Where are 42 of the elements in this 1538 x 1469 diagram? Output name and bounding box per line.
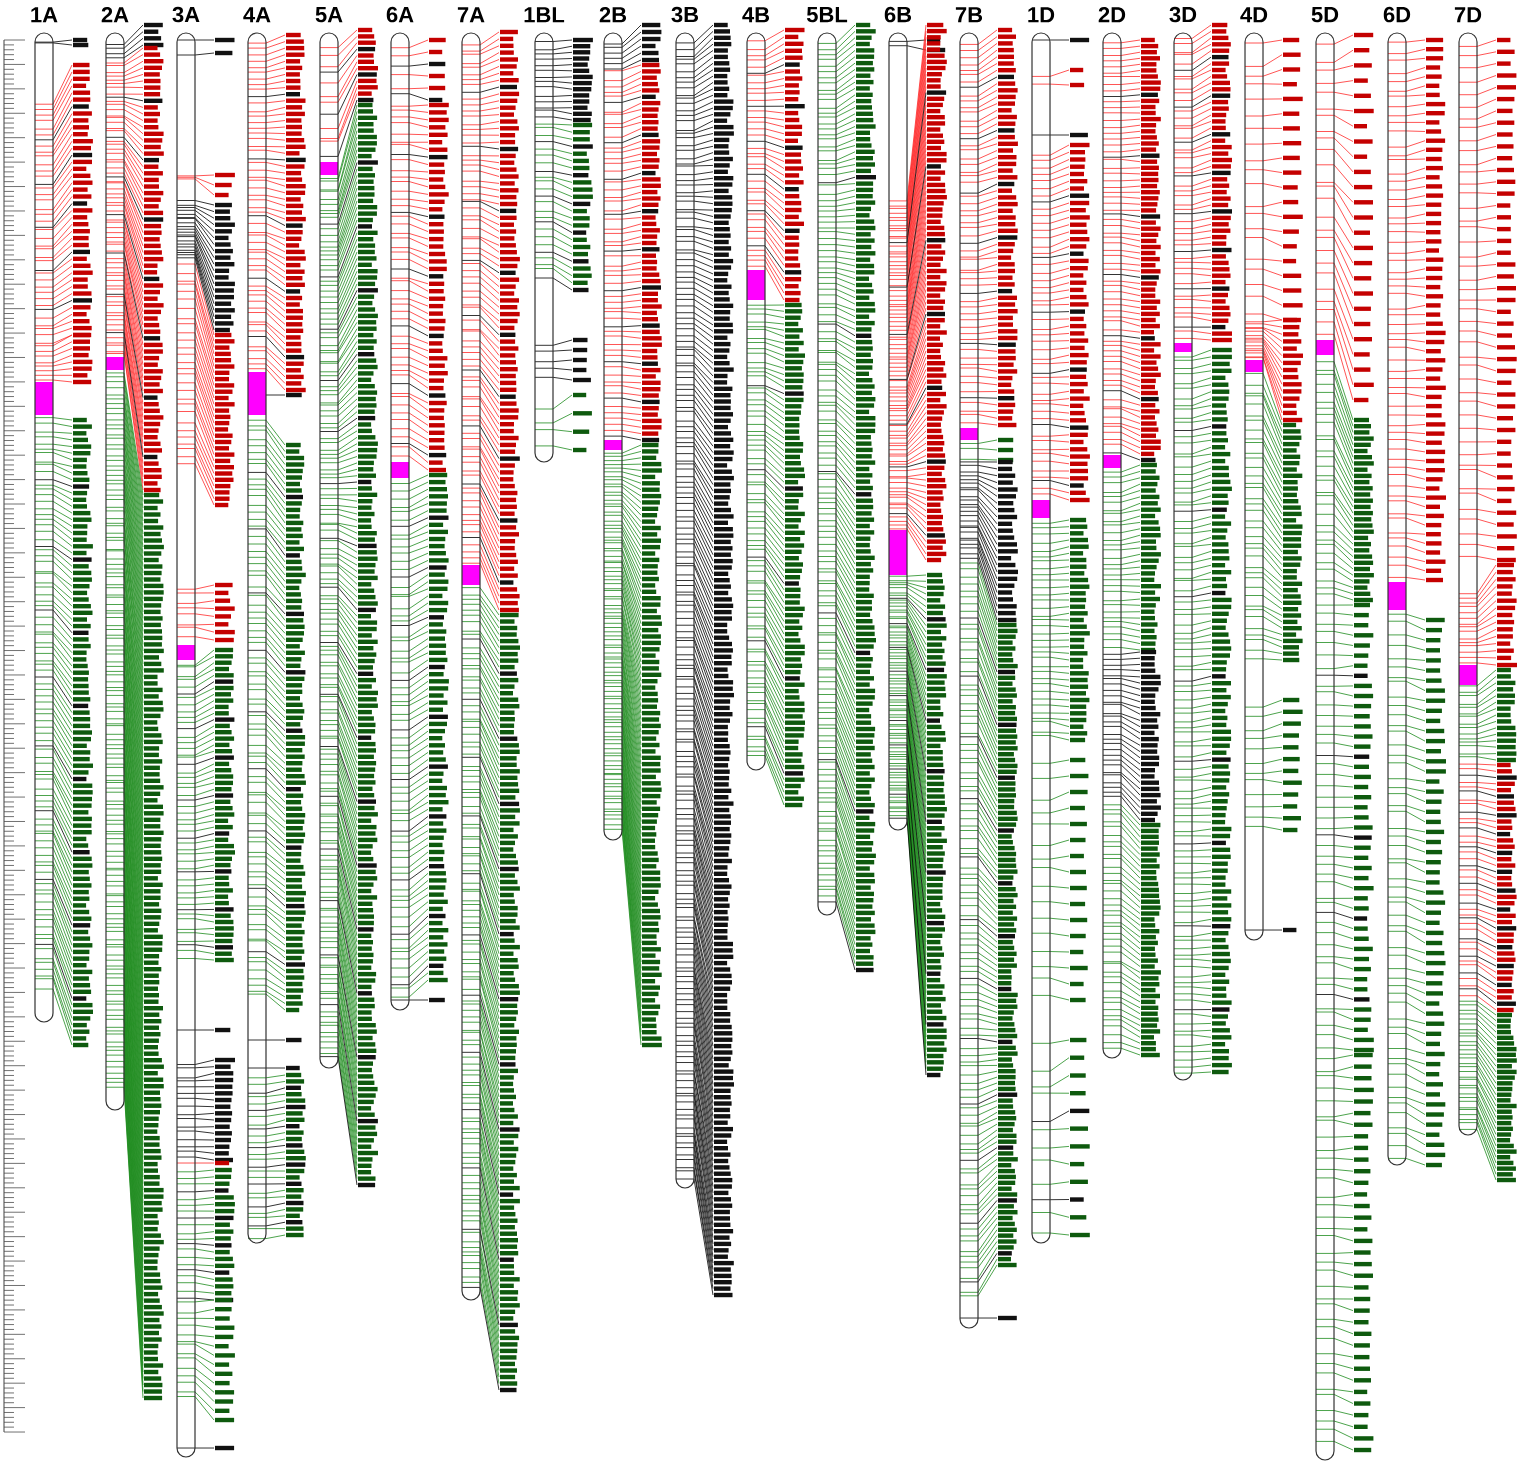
node-label: 5A xyxy=(315,7,343,23)
node-label: 2B xyxy=(599,7,627,23)
chromosome-bar: 7B xyxy=(955,7,983,1329)
node-label: 3B xyxy=(671,6,699,23)
node-label: 1A xyxy=(31,7,58,23)
node-label: 6B xyxy=(884,6,912,23)
chromosome-bar: 2B xyxy=(599,7,627,841)
chromosome-bar: 5A xyxy=(315,7,343,1069)
node-label: 7B xyxy=(955,7,983,23)
chromosome-bar: 4B xyxy=(742,7,770,771)
chromosome-bar: 6D xyxy=(1383,6,1411,1166)
chromosome-bar: 5BL xyxy=(806,7,848,916)
chromosome-bar: 3B xyxy=(671,6,699,1189)
node-label: 7A xyxy=(457,7,485,23)
chromosome-bar: 6B xyxy=(884,6,912,831)
chromosome-bar: 4D xyxy=(1240,7,1268,941)
node-label: 2A xyxy=(101,7,129,23)
chromosome-bar: 7D xyxy=(1454,7,1482,1136)
node-label: 1D xyxy=(1028,7,1055,23)
chromosome-bar: 2A xyxy=(101,7,129,1111)
node-label: 4A xyxy=(243,7,271,23)
chromosome-bar: 2D xyxy=(1098,7,1126,1059)
chromosome-bar: 4A xyxy=(243,7,271,1244)
node-label: 6A xyxy=(386,6,414,23)
node-label: 3D xyxy=(1169,6,1197,23)
node-label: 6D xyxy=(1383,6,1411,23)
node-label: 4B xyxy=(742,7,770,23)
node-label: 2D xyxy=(1098,7,1126,23)
chromosome-bar: 1A xyxy=(31,7,58,1023)
chromosome-bar: 1BL xyxy=(524,7,565,463)
node-label: 5D xyxy=(1311,7,1339,23)
chromosome-bar: 3D xyxy=(1169,6,1197,1081)
chromosome-bar: 5D xyxy=(1311,7,1339,1461)
node-label: 1BL xyxy=(524,7,565,23)
node-label: 7D xyxy=(1454,7,1482,23)
node-label: 5BL xyxy=(806,7,848,23)
chromosome-bar: 1D xyxy=(1028,7,1055,1244)
node-label: 4D xyxy=(1240,7,1268,23)
node-label: 3A xyxy=(172,6,200,23)
chromosome-bar: 3A xyxy=(172,6,200,1458)
chromosome-bar: 7A xyxy=(457,7,485,1301)
chromosome-bar: 6A xyxy=(386,6,414,1011)
